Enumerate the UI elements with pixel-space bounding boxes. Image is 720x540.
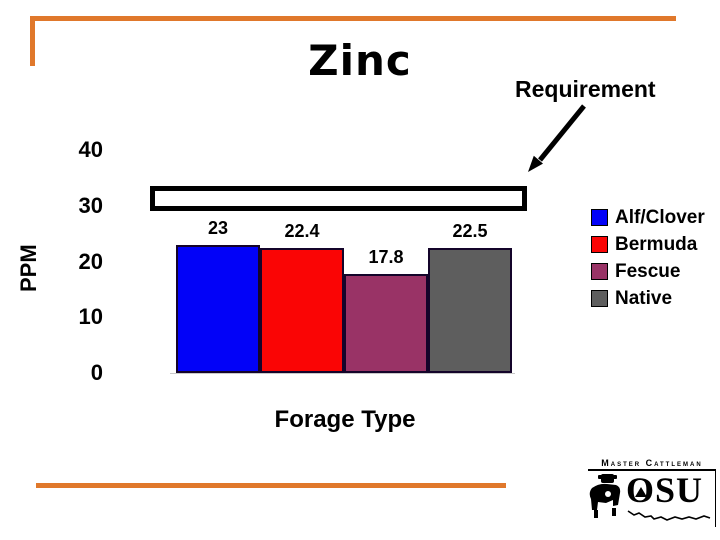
master-cattleman-logo: Master Cattleman OSU <box>588 458 716 527</box>
y-axis: 0 10 20 30 40 <box>40 137 103 385</box>
legend-swatch-icon <box>591 290 608 307</box>
bar-rect <box>428 247 512 373</box>
legend-swatch-icon <box>591 263 608 280</box>
accent-line-corner <box>30 16 35 66</box>
legend-item-bermuda: Bermuda <box>591 233 705 255</box>
legend-swatch-icon <box>591 236 608 253</box>
legend-label: Alf/Clover <box>615 206 705 228</box>
oklahoma-outline-icon <box>627 510 711 521</box>
y-tick-label: 30 <box>78 192 103 218</box>
x-axis-line <box>170 373 515 374</box>
y-axis-title: PPM <box>16 244 41 292</box>
requirement-arrow-icon <box>528 104 586 172</box>
accent-line-bottom <box>36 483 506 488</box>
legend-item-alf-clover: Alf/Clover <box>591 206 705 228</box>
bar-value-label: 22.4 <box>284 221 320 242</box>
y-tick-label: 40 <box>78 137 103 162</box>
bar-value-label: 17.8 <box>368 246 404 267</box>
bar-rect <box>176 244 260 373</box>
legend-item-native: Native <box>591 287 705 309</box>
logo-program-name: Master Cattleman <box>588 458 716 471</box>
bar-value-label: 23 <box>207 217 229 238</box>
osu-brand-triangle-icon <box>635 487 647 497</box>
bar-alf-clover: 23 <box>176 218 260 373</box>
requirement-label: Requirement <box>515 76 656 102</box>
bar-rect <box>344 273 428 373</box>
osu-logo: OSU <box>626 472 712 527</box>
y-tick-label: 20 <box>78 248 103 274</box>
legend-label: Fescue <box>615 260 681 282</box>
x-axis-title: Forage Type <box>274 406 416 433</box>
bar-fescue: 17.8 <box>344 247 428 373</box>
legend-label: Bermuda <box>615 233 698 255</box>
y-tick-label: 10 <box>78 304 103 330</box>
requirement-band <box>150 186 527 212</box>
legend-label: Native <box>615 287 673 309</box>
slide-title: Zinc <box>308 36 412 85</box>
bar-rect <box>260 248 344 373</box>
bar-value-label: 22.5 <box>452 220 488 241</box>
bar-native: 22.5 <box>428 221 512 373</box>
legend-swatch-icon <box>591 209 608 226</box>
accent-line-top <box>30 16 676 21</box>
legend-item-fescue: Fescue <box>591 260 705 282</box>
plot-area: 23 22.4 17.8 22.5 <box>150 150 527 374</box>
bar-bermuda: 22.4 <box>260 221 344 373</box>
logo-body: OSU <box>588 471 716 527</box>
y-tick-label: 0 <box>90 360 103 385</box>
cow-icon <box>589 474 621 518</box>
bar-group: 23 22.4 17.8 22.5 <box>176 218 512 373</box>
